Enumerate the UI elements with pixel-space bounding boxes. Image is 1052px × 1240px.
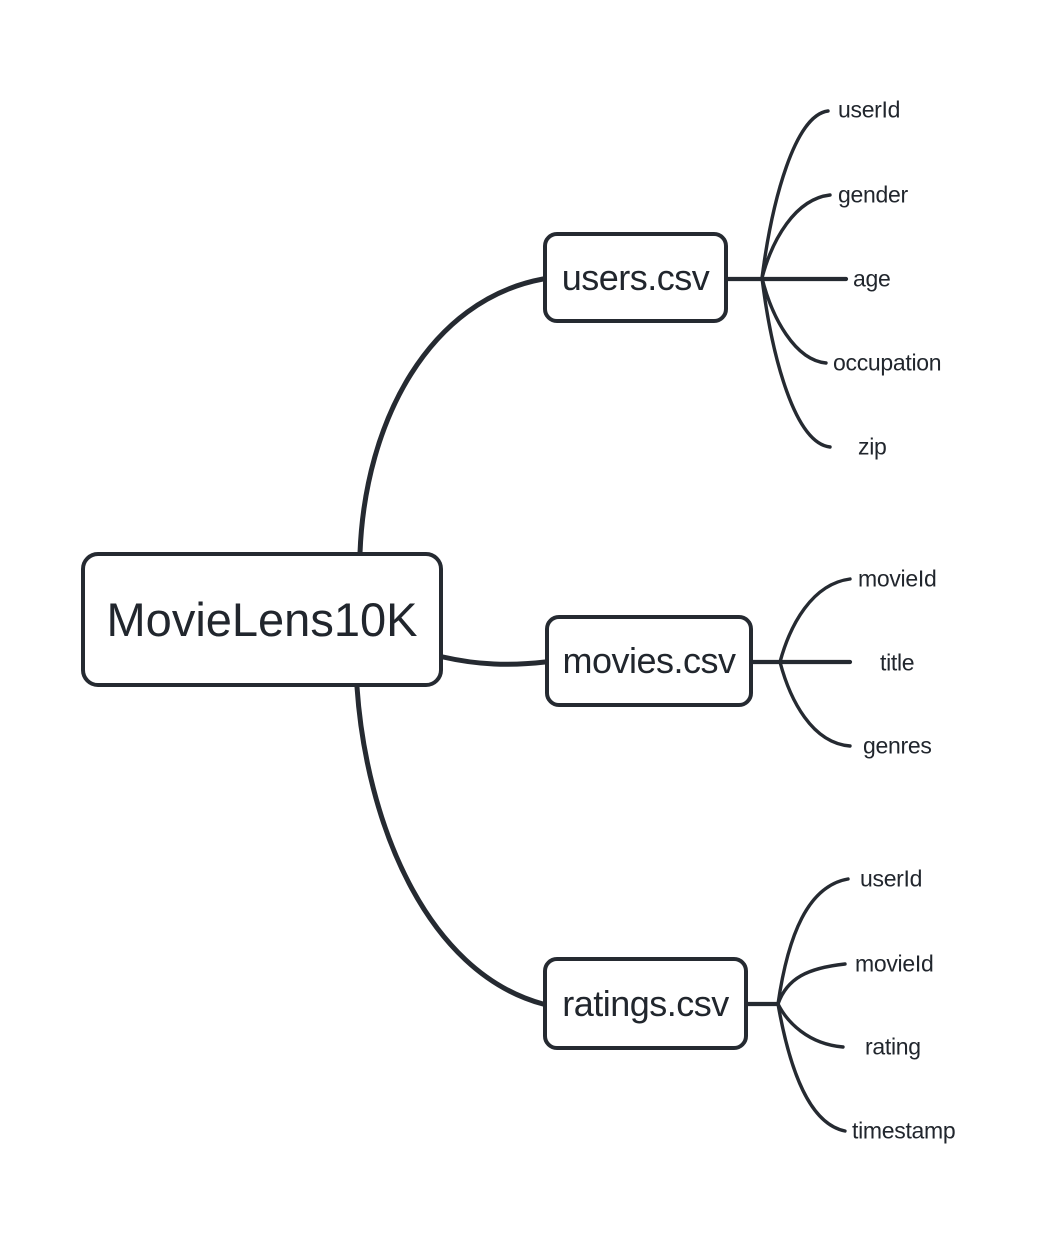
node-root-movielens10k: MovieLens10K <box>81 552 443 687</box>
edge-users-gender <box>760 193 832 280</box>
edge-root-movies <box>440 654 548 667</box>
leaf-ratings-timestamp: timestamp <box>852 1117 956 1144</box>
leaf-users-occupation: occupation <box>833 349 942 376</box>
leaf-ratings-movieid: movieId <box>855 950 934 977</box>
edge-movies-movieid <box>778 577 852 664</box>
leaf-users-gender: gender <box>838 181 908 208</box>
leaf-users-userid: userId <box>838 96 901 123</box>
edge-movies-genres <box>778 660 852 748</box>
edge-root-ratings <box>354 684 546 1007</box>
edge-users-userid <box>760 109 830 280</box>
edge-users-occupation <box>760 276 828 365</box>
leaf-ratings-rating: rating <box>865 1033 921 1060</box>
leaf-movies-movieid: movieId <box>858 565 937 592</box>
leaf-users-age: age <box>853 265 891 292</box>
leaf-movies-title: title <box>880 649 915 676</box>
leaf-ratings-userid: userId <box>860 865 923 892</box>
edge-root-users <box>357 276 546 556</box>
leaf-users-zip: zip <box>858 433 887 460</box>
edge-ratings-timestamp <box>776 1002 847 1133</box>
edge-ratings-movieid <box>776 962 847 1006</box>
node-movies-csv: movies.csv <box>545 615 753 707</box>
node-ratings-csv: ratings.csv <box>543 957 748 1050</box>
edge-users-zip <box>760 276 832 449</box>
leaf-movies-genres: genres <box>863 732 932 759</box>
edge-ratings-rating <box>776 1002 845 1049</box>
edge-ratings-userid <box>776 877 850 1006</box>
node-users-csv: users.csv <box>543 232 728 323</box>
